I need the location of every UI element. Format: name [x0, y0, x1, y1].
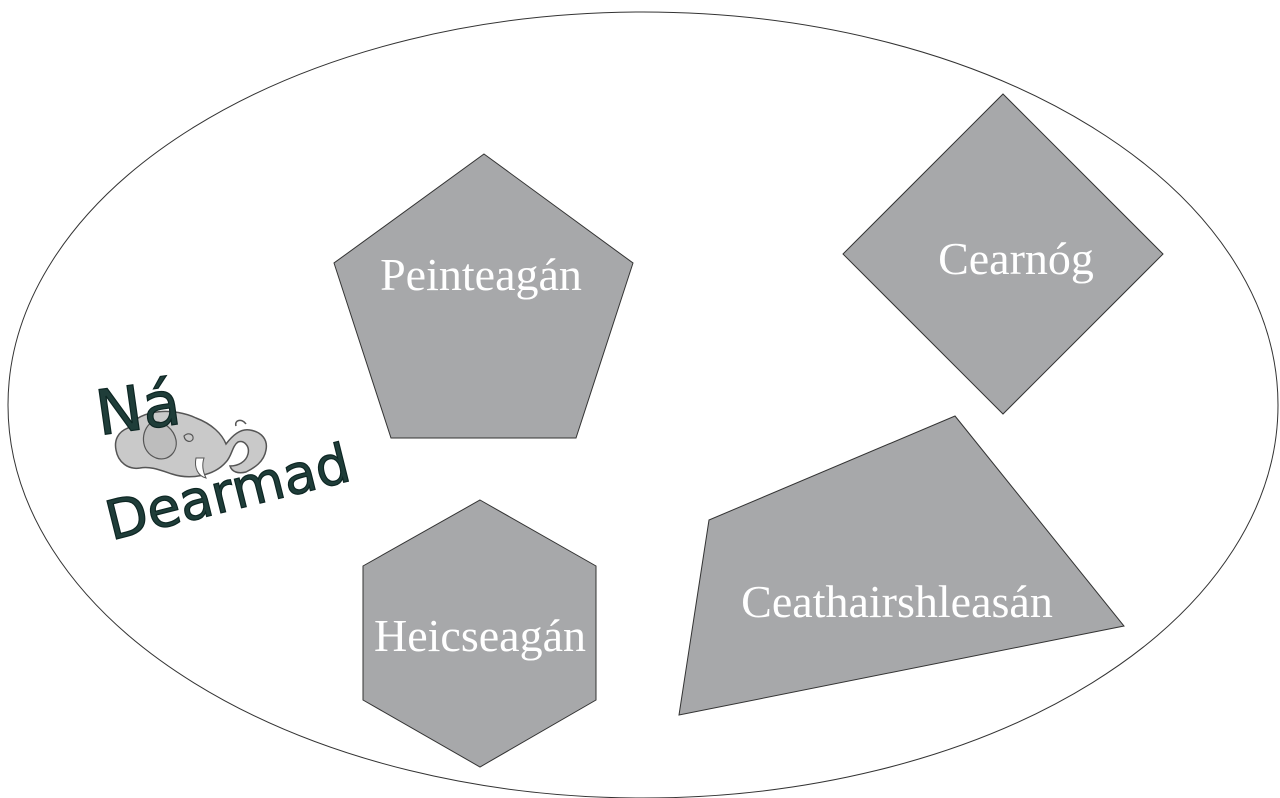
hexagon-label: Heicseagán — [374, 610, 586, 661]
logo-text-line1: Ná — [91, 366, 185, 450]
quadrilateral-label: Ceathairshleasán — [741, 576, 1053, 627]
enclosing-ellipse — [8, 12, 1278, 798]
pentagon-label: Peinteagán — [380, 249, 582, 300]
square-label: Cearnóg — [938, 233, 1094, 284]
